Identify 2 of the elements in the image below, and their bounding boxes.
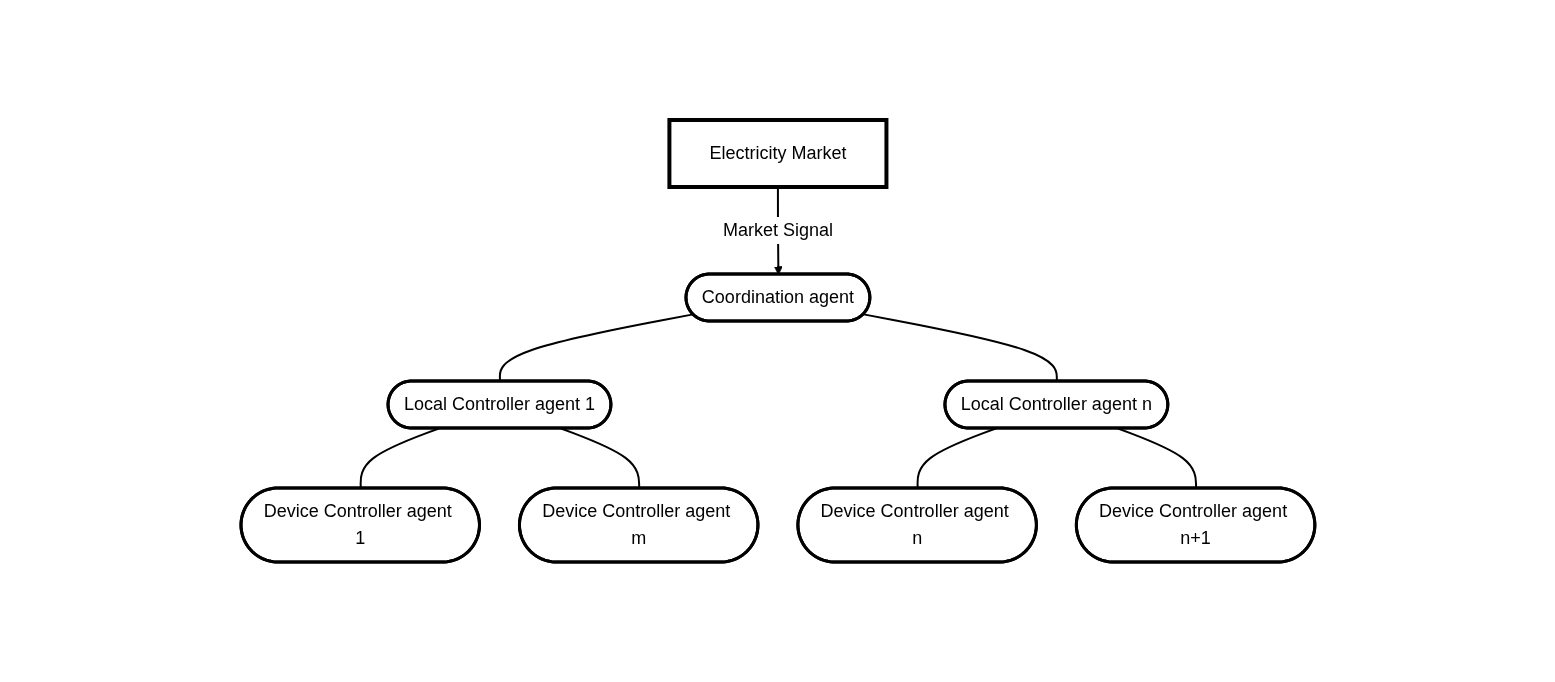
node-box: Electricity Market (667, 118, 888, 189)
edge-label: Market Signal (722, 220, 833, 240)
